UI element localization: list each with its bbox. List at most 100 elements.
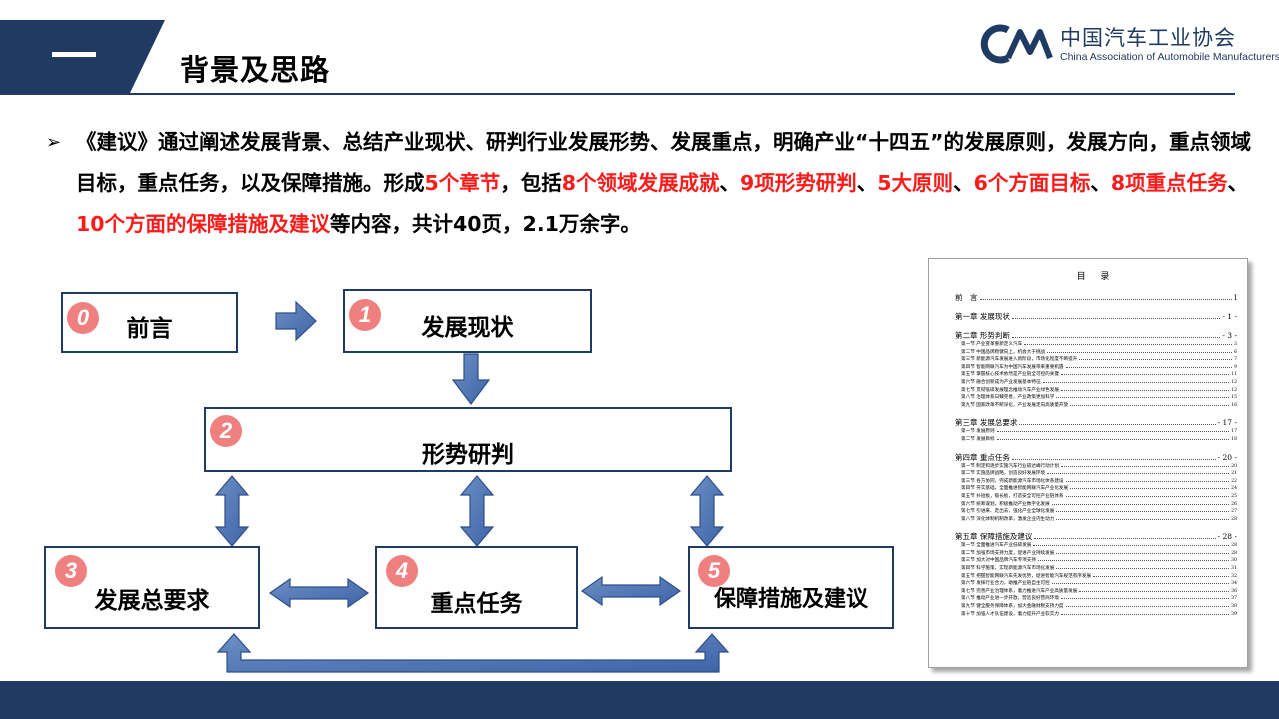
intro-paragraph: ➢ 《建议》通过阐述发展背景、总结产业现状、研判行业发展形势、发展重点，明确产业… <box>46 122 1261 245</box>
toc-leader-dots <box>1056 511 1230 513</box>
arrow-right-icon <box>275 300 317 342</box>
header-rule <box>0 93 1235 95</box>
toc-entry-title: 第六节 发挥行业合力，助推产业链自主可控 <box>961 581 1050 587</box>
toc-chapter-entry: 第五章 保障措施及建议 - 28 - <box>955 531 1237 542</box>
flow-box-label: 前言 <box>126 316 173 342</box>
toc-entry-page: - 28 - <box>1217 532 1237 542</box>
toc-entry-title: 第五章 保障措施及建议 <box>955 532 1033 542</box>
toc-leader-dots <box>1060 613 1230 615</box>
toc-entry-page: - 20 - <box>1217 452 1237 462</box>
toc-entry-title: 第六节 统筹谋划，积极推动产业数字化发展 <box>961 501 1050 507</box>
toc-entry-title: 第三节 加大对中国品牌汽车专项支持 <box>961 558 1036 564</box>
toc-entry-page: 37 <box>1231 596 1237 602</box>
toc-entry-page: - 3 - <box>1222 331 1237 340</box>
org-name-cn: 中国汽车工业协会 <box>1060 26 1236 50</box>
body-text: 、 <box>1090 171 1111 195</box>
toc-entry-title: 第四节 科学施策，实现新能源汽车市场化发展 <box>961 566 1055 572</box>
toc-entry-page: 7 <box>1234 357 1237 363</box>
intro-text: 《建议》通过阐述发展背景、总结产业现状、研判行业发展形势、发展重点，明确产业“十… <box>76 122 1261 245</box>
toc-entry-page: 36 <box>1231 588 1237 594</box>
header-dash <box>52 52 96 57</box>
step-number-badge: 2 <box>210 415 242 447</box>
arrow-updown-icon <box>689 475 725 547</box>
toc-leader-dots <box>1056 397 1230 399</box>
toc-entry-title: 第一节 全面推进汽车产业低碳发展 <box>961 543 1032 549</box>
toc-entry-title: 第六节 融合创新成为产业发展基本特征 <box>961 379 1041 385</box>
arrow-down-icon <box>451 353 491 405</box>
toc-chapter-entry: 第四章 重点任务 - 20 - <box>955 452 1237 463</box>
toc-entry-title: 第三节 新能源汽车发展进入新阶段，市场化程度不断提升 <box>961 357 1078 363</box>
toc-leader-dots <box>1047 473 1230 475</box>
toc-entry-title: 第七节 贯彻低碳发展理念推动汽车产业绿色发展 <box>961 387 1059 393</box>
highlight-text: 5个章节 <box>424 171 501 195</box>
toc-entry-page: - 1 - <box>1222 312 1237 321</box>
toc-entry-page: 9 <box>1234 364 1237 370</box>
highlight-text: 9项形势研判 <box>740 171 857 195</box>
toc-entry-title: 第八节 治理体系日臻完善，产业政策更加科学 <box>961 395 1055 401</box>
toc-section-entry: 第二节 发展目标 18 <box>955 436 1237 444</box>
flow-box-situation: 2 形势研判 <box>204 407 732 472</box>
step-number-badge: 5 <box>698 555 730 587</box>
toc-entry-page: 32 <box>1231 573 1237 579</box>
toc-entry-title: 第一节 发展原则 <box>961 429 995 435</box>
toc-section-entry: 第四节 智能网联汽车为中国汽车发展带来重要机遇 9 <box>955 364 1237 372</box>
toc-entry-page: 11 <box>1231 372 1237 378</box>
highlight-text: 10个方面的保障措施及建议 <box>76 212 331 236</box>
toc-section-entry: 第四节 科学施策，实现新能源汽车市场化发展 31 <box>955 565 1237 573</box>
body-text: 等内容，共计40页，2.1万余字。 <box>330 212 641 236</box>
toc-entry-page: 18 <box>1231 436 1237 442</box>
toc-entry-page: 16 <box>1231 402 1237 408</box>
toc-entry-page: 24 <box>1231 486 1237 492</box>
toc-entry-page: 31 <box>1231 566 1237 572</box>
toc-entry-page: 12 <box>1231 379 1237 385</box>
toc-leader-dots <box>1051 503 1230 505</box>
toc-entry-page: 38 <box>1231 604 1237 610</box>
toc-entry-title: 第二节 加强市场支持力度，促进产业持续发展 <box>961 550 1055 556</box>
toc-entry-title: 第一节 产业变革重新定义汽车 <box>961 342 1023 347</box>
toc-entry-title: 前 言 <box>955 293 978 302</box>
toc-entry-title: 第五节 把握智能网联汽车先发优势，促进智能汽车规范有序发展 <box>961 573 1092 579</box>
toc-leader-dots <box>1065 366 1233 368</box>
org-name-en: China Association of Automobile Manufact… <box>1060 51 1279 63</box>
body-text: 、 <box>856 171 878 195</box>
toc-leader-dots <box>1033 545 1230 547</box>
step-number-badge: 4 <box>386 555 418 587</box>
toc-entry-title: 第三章 发展总要求 <box>955 418 1018 428</box>
toc-entry-page: 20 <box>1231 463 1237 469</box>
toc-entry-title: 第二节 发展目标 <box>961 436 995 442</box>
toc-leader-dots <box>1051 583 1230 585</box>
toc-entry-page: 34 <box>1231 581 1237 587</box>
toc-leader-dots <box>1060 465 1230 467</box>
arrow-leftright-icon <box>580 575 682 607</box>
body-text: 《建议》通过阐述发展背景、总结产业现状、研判行业发展形势、发展重点，明确产业“十… <box>76 130 1251 195</box>
toc-entry-title: 第二章 形势判断 <box>955 331 1010 340</box>
toc-entry-page: 27 <box>1231 509 1237 515</box>
toc-leader-dots <box>1079 590 1230 592</box>
toc-entry-page: 25 <box>1231 493 1237 499</box>
toc-entry-title: 第四节 智能网联汽车为中国汽车发展带来重要机遇 <box>961 364 1064 370</box>
toc-leader-dots <box>1011 318 1221 319</box>
toc-entry-page: 6 <box>1234 349 1237 355</box>
toc-leader-dots <box>996 431 1230 433</box>
toc-leader-dots <box>1019 424 1216 426</box>
toc-section-entry: 第六节 融合创新成为产业发展基本特征 12 <box>955 379 1237 387</box>
toc-entry-title: 第二节 实施品牌战略，创造良好发展环境 <box>961 471 1046 477</box>
flow-box-requirements: 3 发展总要求 <box>44 546 260 629</box>
toc-leader-dots <box>1056 518 1230 520</box>
toc-leader-dots <box>1060 389 1230 391</box>
toc-entry-title: 第八节 深化体制机制改革，激发企业内生动力 <box>961 516 1055 522</box>
toc-entry-title: 第四章 重点任务 <box>955 452 1010 462</box>
